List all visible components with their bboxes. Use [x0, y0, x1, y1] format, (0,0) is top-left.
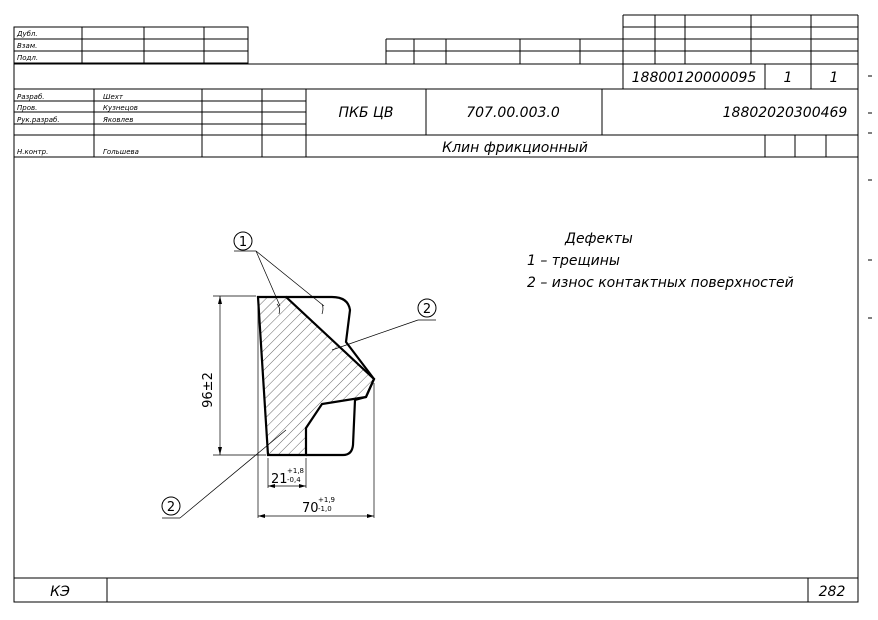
callout-2-upper: 2 — [331, 298, 437, 351]
top-right-grid — [385, 14, 859, 64]
name-razrab: Шехт — [103, 93, 124, 101]
dim-70-arrow-right — [367, 514, 374, 518]
dim-21-lower: -0,4 — [287, 476, 301, 484]
page-number: 282 — [819, 584, 846, 600]
dim-21-arrow-right — [299, 484, 306, 488]
role-razrab: Разраб. — [17, 93, 45, 101]
sheet-number: 1 — [784, 70, 793, 86]
dim-70-lower: -1,0 — [318, 505, 332, 513]
dim-height-text: 96±2 — [201, 372, 216, 408]
defect-item-1: 1 – трещины — [527, 253, 620, 269]
margin-ticks — [868, 75, 872, 319]
main-frame — [13, 156, 859, 603]
callout-1-number: 1 — [239, 235, 247, 250]
code-row: 18800120000095 1 1 — [13, 63, 859, 90]
doc-code: 18800120000095 — [632, 70, 757, 86]
title-block: Разраб. Шехт Пров. Кузнецов Рук.разраб. … — [13, 88, 859, 158]
label-vzam: Взам. — [17, 42, 37, 50]
label-dubl: Дубл. — [16, 30, 38, 38]
part-drawing: 96±2 21 +1,8 -0,4 70 +1,9 -1,0 — [201, 295, 376, 518]
callout-1: 1 — [233, 231, 325, 307]
dim-21-upper: +1,8 — [287, 467, 304, 475]
name-ruk: Яковлев — [102, 116, 133, 124]
designation: 707.00.003.0 — [466, 105, 560, 121]
dim-70-upper: +1,9 — [318, 496, 335, 504]
label-podl: Подл. — [17, 54, 38, 62]
dim-21-base: 21 — [271, 472, 288, 487]
sheet-count: 1 — [830, 70, 839, 86]
part-section — [258, 297, 374, 455]
role-nkontr: Н.контр. — [17, 148, 48, 156]
dim-70-base: 70 — [302, 501, 319, 516]
callout-2-lower-number: 2 — [167, 500, 175, 515]
org-name: ПКБ ЦВ — [339, 105, 394, 121]
role-ruk: Рук.разраб. — [17, 116, 60, 124]
dim-70-arrow-left — [258, 514, 265, 518]
bottom-left-label: КЭ — [50, 584, 70, 600]
role-prov: Пров. — [17, 104, 37, 112]
name-nkontr: Гольшева — [103, 148, 139, 156]
part-name: Клин фрикционный — [442, 140, 588, 156]
bottom-row: КЭ 282 — [14, 577, 858, 602]
body-outline — [286, 295, 376, 457]
code-secondary: 18802020300469 — [723, 105, 848, 121]
defects-legend: Дефекты 1 – трещины 2 – износ контактных… — [527, 231, 794, 291]
callout-2-lower: 2 — [161, 429, 287, 519]
callout-2-upper-number: 2 — [423, 302, 431, 317]
top-left-table: Дубл. Взам. Подл. — [13, 26, 249, 64]
dim-arrow-bottom — [218, 447, 222, 455]
name-prov: Кузнецов — [103, 104, 138, 112]
dim-21-arrow-left — [268, 484, 275, 488]
crack-mark-a — [276, 303, 281, 315]
dim-arrow-top — [218, 296, 222, 304]
defects-title: Дефекты — [564, 231, 633, 247]
section-outline — [256, 295, 376, 457]
defect-item-2: 2 – износ контактных поверхностей — [527, 275, 794, 291]
